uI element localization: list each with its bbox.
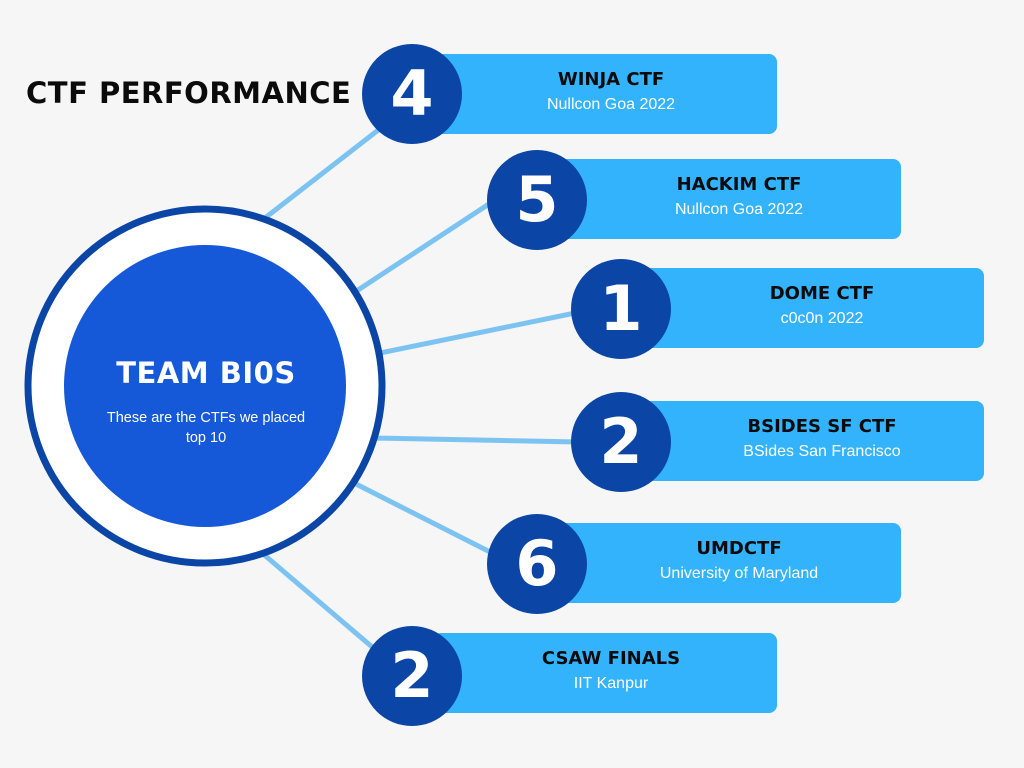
ctf-card-csaw: CSAW FINALS IIT Kanpur xyxy=(433,633,777,713)
page-title: CTF PERFORMANCE xyxy=(26,76,352,110)
ctf-name: DOME CTF xyxy=(769,283,875,304)
rank-badge: 4 xyxy=(362,44,462,144)
ctf-event: Nullcon Goa 2022 xyxy=(546,96,676,113)
ctf-event: Nullcon Goa 2022 xyxy=(674,201,804,218)
ctf-event: BSides San Francisco xyxy=(743,443,901,460)
team-description: These are the CTFs we placed top 10 xyxy=(106,410,306,446)
ctf-name: CSAW FINALS xyxy=(541,648,681,669)
team-name: TEAM BI0S xyxy=(116,356,296,390)
connector-line-1 xyxy=(263,115,397,220)
ctf-name: WINJA CTF xyxy=(557,69,665,90)
rank-badge: 2 xyxy=(362,626,462,726)
center-circle xyxy=(64,245,346,527)
connector-line-3 xyxy=(379,309,581,356)
connector-line-2 xyxy=(353,197,497,295)
connector-line-5 xyxy=(354,481,498,558)
ctf-card-winja: WINJA CTF Nullcon Goa 2022 xyxy=(433,54,777,134)
rank-badge: 6 xyxy=(487,514,587,614)
connector-line-4 xyxy=(371,435,579,445)
ctf-card-hackim: HACKIM CTF Nullcon Goa 2022 xyxy=(557,159,901,239)
ctf-name: BSIDES SF CTF xyxy=(747,416,897,437)
ctf-event: IIT Kanpur xyxy=(573,675,649,692)
rank-badge: 5 xyxy=(487,150,587,250)
rank-badge: 2 xyxy=(571,392,671,492)
ctf-event: c0c0n 2022 xyxy=(780,310,864,327)
center-label: TEAM BI0S These are the CTFs we placed t… xyxy=(96,356,316,448)
ctf-event: University of Maryland xyxy=(659,565,819,582)
ctf-card-umdctf: UMDCTF University of Maryland xyxy=(557,523,901,603)
ctf-name: HACKIM CTF xyxy=(676,174,802,195)
connector-lines xyxy=(260,115,581,654)
ctf-name: UMDCTF xyxy=(696,538,782,559)
ctf-card-bsides: BSIDES SF CTF BSides San Francisco xyxy=(640,401,984,481)
ctf-card-dome: DOME CTF c0c0n 2022 xyxy=(640,268,984,348)
connector-line-6 xyxy=(260,551,380,654)
rank-badge: 1 xyxy=(571,259,671,359)
